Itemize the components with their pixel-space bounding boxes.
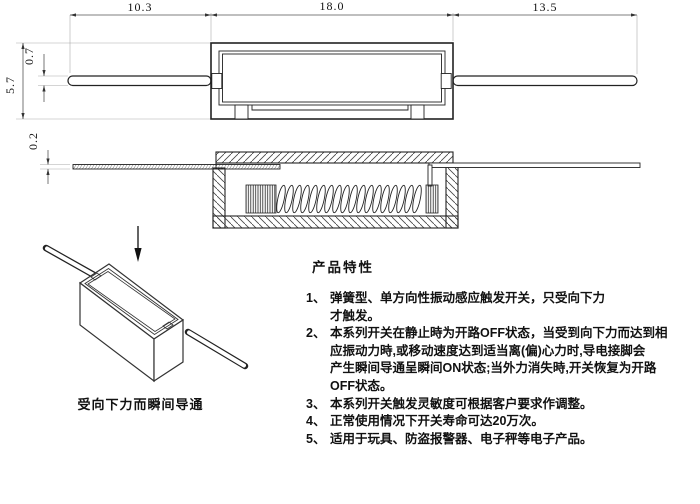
isometric-view — [42, 226, 249, 383]
dimension-arrows — [21, 13, 637, 119]
feature-text-line: 产生瞬间导通呈瞬间ON状态;当外力消失時,开关恢复为开路 — [330, 361, 657, 376]
features-title: 产品特性 — [312, 260, 374, 275]
iso-right-face — [153, 318, 184, 383]
feature-text-line: 弹簧型、单方向性振动感应触发开关，只受向下力 — [330, 291, 606, 305]
right-lead-bend — [427, 164, 433, 187]
dim-body-height: 5.7 — [3, 76, 17, 94]
feature-text-line: 应振动力時,或移动速度达到适当离(偏)心力时,导电接脚会 — [330, 343, 646, 358]
dim-body-length: 18.0 — [320, 0, 345, 13]
bottom-tab-right — [410, 104, 425, 120]
feature-item: 3、 本系列开关触发灵敏度可根据客户要求作调整。 — [306, 396, 672, 414]
dim-right-lead-length: 13.5 — [533, 0, 558, 14]
iso-caption: 受向下力而瞬间导通 — [77, 397, 204, 412]
left-lead-strip-section — [72, 164, 281, 170]
section-dimension-arrows — [46, 158, 50, 175]
down-arrow-icon — [134, 226, 142, 262]
feature-text-line: 本系列开关在静止時为开路OFF状态，当受到向下力而达到相 — [330, 326, 668, 341]
feature-item: 1、 弹簧型、单方向性振动感应触发开关，只受向下力 才触发。 — [306, 290, 672, 325]
iso-lid-outline-outer — [84, 267, 179, 336]
feature-number: 3、 — [306, 396, 326, 411]
feature-number: 1、 — [306, 291, 326, 305]
lead-notch-left — [211, 73, 223, 89]
feature-text-line: 本系列开关触发灵敏度可根据客户要求作调整。 — [330, 396, 593, 411]
bottom-tab-left — [234, 104, 249, 120]
section-view: 0.2 — [26, 132, 641, 229]
right-lead-section — [428, 162, 641, 168]
housing-right-wall — [445, 166, 459, 229]
feature-text-line: 正常使用情况下开关寿命可达20万次。 — [330, 414, 544, 429]
spring-dense-left — [245, 184, 277, 214]
lead-notch-right — [440, 73, 452, 89]
dim-lead-diameter: 0.7 — [22, 47, 36, 65]
iso-box — [78, 263, 185, 383]
feature-number: 5、 — [306, 431, 326, 446]
switch-body-front — [210, 42, 454, 120]
feature-item: 2、 本系列开关在静止時为开路OFF状态，当受到向下力而达到相 应振动力時,或移… — [306, 325, 672, 395]
iso-right-lead — [184, 328, 249, 370]
feature-item: 5、 适用于玩具、防盗报警器、电子秤等电子产品。 — [306, 431, 672, 449]
iso-notch-left — [90, 272, 102, 281]
extension-lines — [16, 13, 638, 120]
feature-number: 4、 — [306, 414, 326, 429]
left-lead-front — [67, 75, 212, 87]
feature-text-line: 适用于玩具、防盗报警器、电子秤等电子产品。 — [330, 431, 593, 446]
section-extension-lines — [40, 164, 70, 170]
housing-bottom — [212, 215, 459, 229]
feature-text-line: OFF状态。 — [330, 378, 393, 393]
feature-item: 4、 正常使用情况下开关寿命可达20万次。 — [306, 413, 672, 431]
iso-lid-outline-inner — [87, 271, 176, 332]
product-features: 产品特性 1、 弹簧型、单方向性振动感应触发开关，只受向下力 才触发。 2、 本… — [306, 256, 672, 448]
spring-loose-coils — [276, 184, 422, 214]
dim-left-lead-length: 10.3 — [128, 0, 153, 14]
housing-lid — [215, 151, 454, 164]
coil-spring — [245, 184, 439, 214]
spring-dense-right — [425, 184, 439, 214]
front-view: 10.3 18.0 13.5 5.7 0.7 — [3, 0, 638, 120]
feature-text-line: 才触发。 — [330, 308, 381, 323]
dim-strip-thickness: 0.2 — [26, 132, 40, 150]
iso-left-lead — [42, 244, 98, 279]
housing-section — [212, 151, 459, 229]
right-lead-front — [452, 75, 638, 87]
iso-notch-right — [162, 321, 174, 330]
feature-number: 2、 — [306, 326, 326, 341]
